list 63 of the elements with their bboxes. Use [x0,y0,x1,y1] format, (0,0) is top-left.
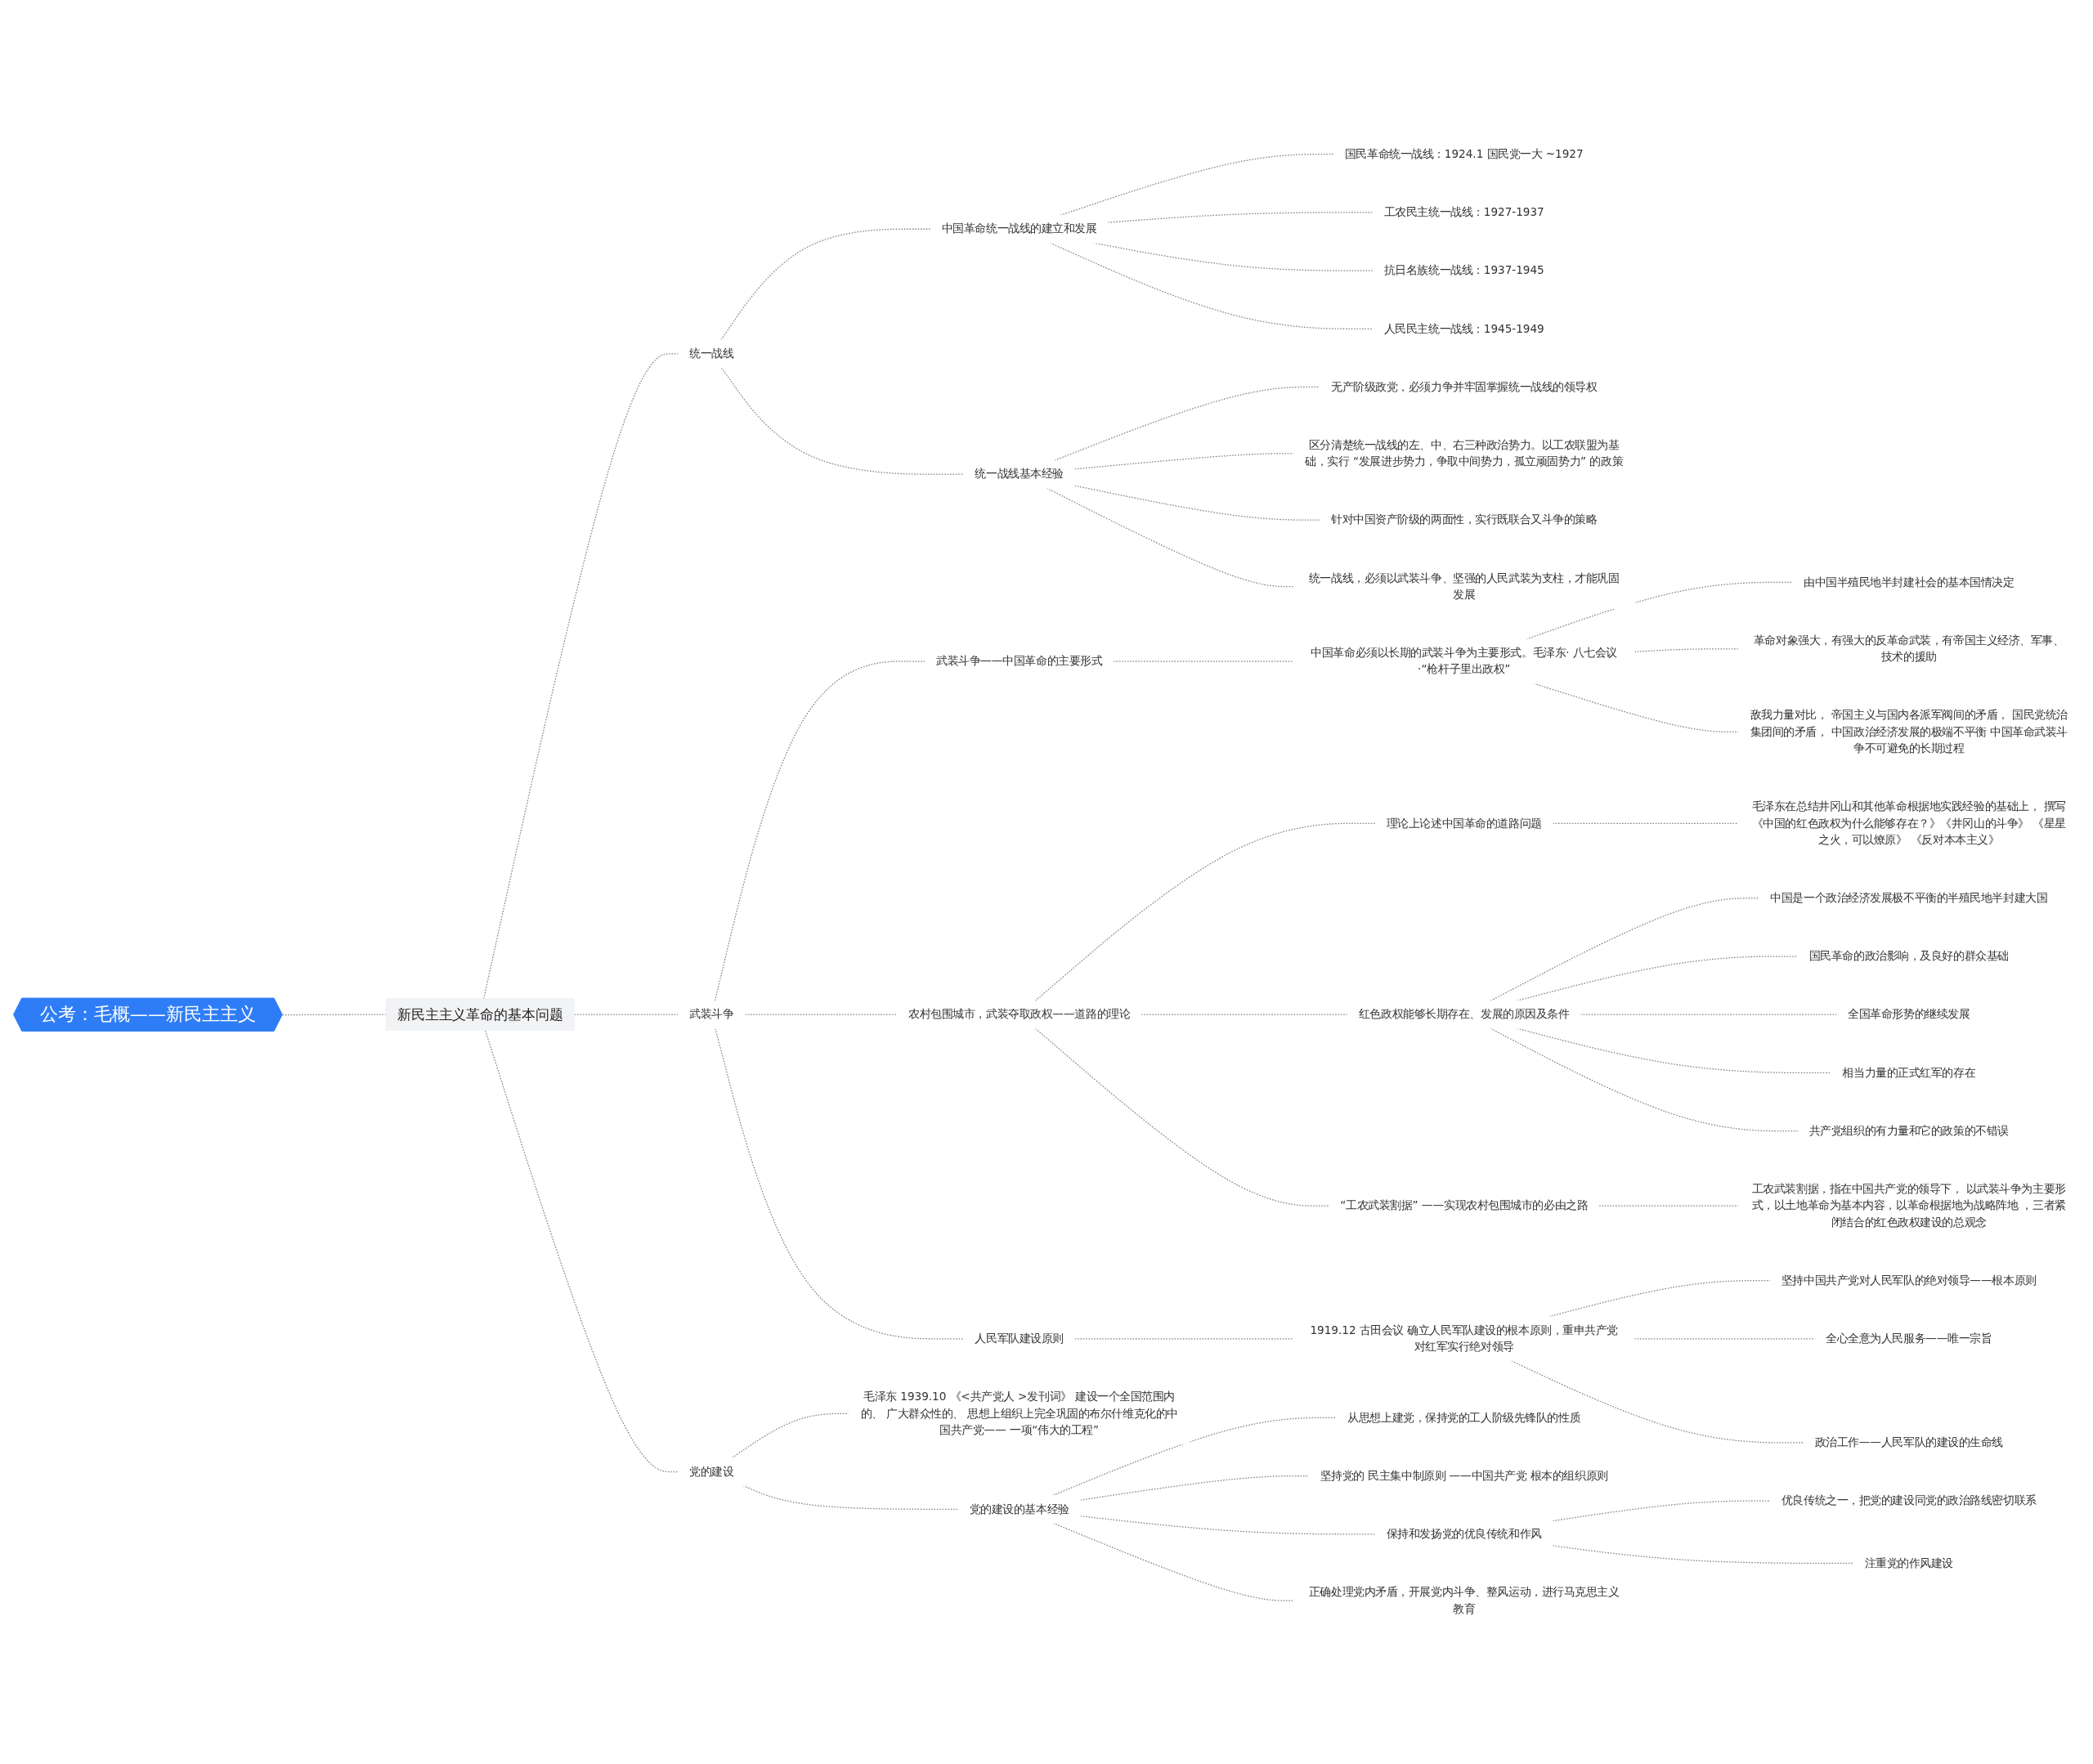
node-text: 人民民主统一战线：1945-1949 [1383,322,1544,336]
node-text: 党的建设 [689,1465,734,1479]
connector [715,1028,965,1340]
connector [1052,1417,1338,1497]
node-text: 1919.12 古田会议 确立人民军队建设的根本原则，重申共产党对红军实行绝对领导 [1310,1323,1618,1354]
node-text: 全国革命形势的继续发展 [1848,1008,1970,1022]
node-text: 注重党的作风建设 [1864,1556,1953,1570]
node-text: 共产党组织的有力量和它的政策的不错误 [1808,1124,2009,1138]
node-text: 坚持中国共产党对人民军队的绝对领导——根本原则 [1781,1274,2037,1287]
connector [720,367,965,476]
node-text: 优良传统之一，把党的建设同党的政治路线密切联系 [1781,1494,2037,1508]
node-text: 敌我力量对比， 帝国主义与国内各派军阀间的矛盾， 国民党统治集团间的矛盾， 中国政治经济发展的极端不平衡 中国革命武装斗争不可避免的长期过程 [1750,709,2068,755]
node-text: 毛泽东在总结井冈山和其他革命根据地实践经验的基础上， 撰写《中国的红色政权为什么能够存在？》《井冈山的斗争》 《星星之火，可以燎原》 《反对本本主义》 [1751,800,2066,847]
connector [1113,660,1294,663]
node-text: 中国革命必须以长期的武装斗争为主要形式。毛泽东· 八七会议·“枪杆子里出政权” [1311,646,1618,677]
node-text: 理论上论述中国革命的道路问题 [1386,817,1542,831]
connector [281,1014,387,1016]
node-text: 区分清楚统一战线的左、中、右三种政治势力。以工农联盟为基础，实行 “发展进步势力，争取中间势力，孤立顽固势力” 的政策 [1305,438,1624,469]
node-text: 统一战线，必须以武装斗争、坚强的人民武装为支柱，才能巩固发展 [1308,571,1620,602]
node-text: 中国革命统一战线的建立和发展 [941,222,1097,236]
node-text: 武装斗争 [689,1008,734,1022]
node-text: 工农武装割据，指在中国共产党的领导下， 以武装斗争为主要形式，以土地革命为基本内容，以革命根据地为战略阵地 ，三者紧闭结合的红色政权建设的总观念 [1751,1182,2066,1229]
connector [1073,453,1294,470]
connector [1034,823,1376,1002]
node-text: 工农民主统一战线：1927-1937 [1383,205,1544,220]
node-text: 统一战线 [689,347,734,360]
node-text: 党的建设的基本经验 [969,1502,1069,1516]
connector [1552,1500,1771,1522]
node-text: 无产阶级政党，必须力争并牢固掌握统一战线的领导权 [1331,380,1598,394]
node-text: 中国是一个政治经济发展极不平衡的半殖民地半封建大国 [1770,891,2048,905]
node-text: 统一战线基本经验 [975,468,1064,481]
node-text: 相当力量的正式红军的存在 [1842,1066,1976,1080]
mind-map-drawing: 公考：毛概——新民主主义 新民主主义革命的基本问题 统一战线 中国革命统一战线的建立和发展 国民革命统一战线：1924.1 国民党一大 ~1927 工农民主统一战线：1927-1937 抗日名族统一战线：1937-1945 人民民主统一战线：1945-1949 统一战线基本经验 无产阶级政党，必须力争并牢固掌握统一战线的领导权 区分清楚统一战线的左、中、右三种政治势力。以工农联盟为基础，实行 “发展进步势力，争取中间势力，孤立顽固势力” 的政策 针对中国资产阶级的两面性，实行既联合又斗争的策略 统一战线，必须以武装斗争、坚强的人民武装为支柱，才能巩固发展 武装斗争 武装斗争——中国革命的主要形式 中国革命必须以长期的武装斗争为主要形式。毛泽东· 八七会议·“枪杆子里出政权” 由中国半殖民地半封建社会的基本国情决定 革命对象强大，有强大的反革命武装，有帝国主义经济、军事、技术的援助 敌我力量对比， 帝国主义与国内各派军阀间的矛盾， 国民党统治集团间的矛盾， 中国政治经济发展的极端不平衡 中国革命武装斗争不可避免的长期过程 农村包围城市，武装夺取政权——道路的理论 理论上论述中国革命的道路问题 毛泽东在总结井冈山和其他革命根据地实践经验的基础上， 撰写《中国的红色政权为什么能够存在？》《井冈山的斗争》 《星星之火，可以燎原》 《反对本本主义》 红色政权能够长期存在、发展的原因及条件 中国是一个政治经济发展极不平衡的半殖民地半封建大国 国民革命的政治影响，及良好的群众基础 全国革命形势的继续发展 相当力量的正式红军的存在 共产党组织的有力量和它的政策的不错误 “工农武装割据” ——实现农村包围城市的必由之路 工农武装割据，指在中国共产党的领导下， 以武装斗争为主要形式，以土地革命为基本内容，以革命根据地为战略阵地 ，三者紧闭结合的红色政权建设的总观念 人民军队建设原则 1919.12 古田会议 确立人民军队建设的根本原则，重申共产党对红军实行绝对领导 坚持中国共产党对人民军队的绝对领导——根本原则 全心全意为人民服务——唯一宗旨 政治工作——人民军队的建设的生命线 党的建设 毛泽东 1939.10 《<共产党人 >发刊词》 建设一个全国范围内的、 广大群众性的、 思想上组织上完全巩固的布尔什维克化的中国共产党—— 一项“伟大的工程” 党的建设的基本经验 从思想上建党，保持党的工人阶级先锋队的性质 坚持党的 民主集中制原则 ——中国共产党 根本的组织原则 保持和发扬党的优良传统和作风 优良传统之一，把党的建设同党的政治路线密切联系 注重党的作风建设 正确处理党内矛盾，开展党内斗争、整风运动，进行马克思主义教育 [8,135,2085,1629]
node-text: 全心全意为人民服务——唯一宗旨 [1826,1332,1992,1345]
node-text: 人民军队建设原则 [975,1332,1064,1345]
node-text: 农村包围城市，武装夺取政权——道路的理论 [908,1008,1131,1022]
node-text: 红色政权能够长期存在、发展的原因及条件 [1358,1008,1570,1022]
node-text: 政治工作——人民军队的建设的生命线 [1814,1435,2003,1450]
node-text: 毛泽东 1939.10 《<共产党人 >发刊词》 建设一个全国范围内的、 广大群众性的、 思想上组织上完全巩固的布尔什维克化的中国共产党—— 一项“伟大的工程” [860,1390,1178,1437]
connector [484,1030,679,1473]
connector [1073,1338,1294,1340]
node-text: 由中国半殖民地半封建社会的基本国情决定 [1803,575,2015,589]
node-text: “工农武装割据” ——实现农村包围城市的必由之路 [1340,1199,1589,1213]
node-text: 针对中国资产阶级的两面性，实行既联合又斗争的策略 [1331,513,1598,527]
node-text: 坚持党的 民主集中制原则 ——中国共产党 根本的组织原则 [1320,1469,1608,1483]
connector [742,1485,959,1511]
node-text: 国民革命统一战线：1924.1 国民党一大 ~1927 [1344,147,1584,161]
node-text: 国民革命的政治影响，及良好的群众基础 [1808,950,2009,964]
connector [731,1413,849,1459]
node-text: 革命对象强大，有强大的反革命武装，有帝国主义经济、军事、技术的援助 [1753,634,2064,665]
connector [1054,387,1321,462]
node-text: 抗日名族统一战线：1937-1945 [1383,264,1544,278]
connector [1034,1028,1330,1207]
node-text: 从思想上建党，保持党的工人阶级先锋队的性质 [1347,1411,1581,1425]
node-text: 武装斗争——中国革命的主要形式 [935,655,1103,669]
node-text: 正确处理党内矛盾，开展党内斗争、整风运动，进行马克思主义教育 [1308,1585,1620,1616]
node-text: 保持和发扬党的优良传统和作风 [1386,1527,1542,1541]
connector [720,229,931,341]
connector [1598,1205,1739,1207]
connector [1141,1014,1348,1016]
connector [1073,486,1321,522]
node-box [385,998,576,1032]
connector [714,660,926,1002]
